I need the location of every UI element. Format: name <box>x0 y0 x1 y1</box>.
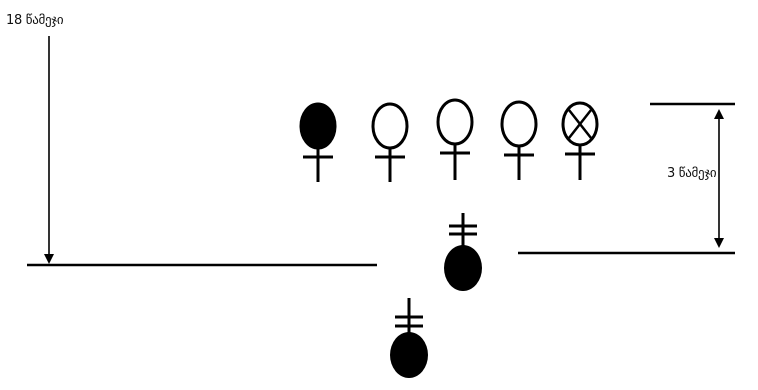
female-symbol-open <box>500 100 538 180</box>
female-symbol-open <box>436 98 474 180</box>
female-symbol-crossed <box>561 101 599 180</box>
female-symbol-open <box>371 102 409 182</box>
right-interval-label: 3 წამეჯი <box>667 166 717 181</box>
double-cross-symbol-filled <box>444 213 482 291</box>
female-symbol-filled <box>299 102 337 182</box>
left-interval-label: 18 წამეჯი <box>6 13 64 28</box>
double-cross-symbol-filled <box>390 298 428 378</box>
